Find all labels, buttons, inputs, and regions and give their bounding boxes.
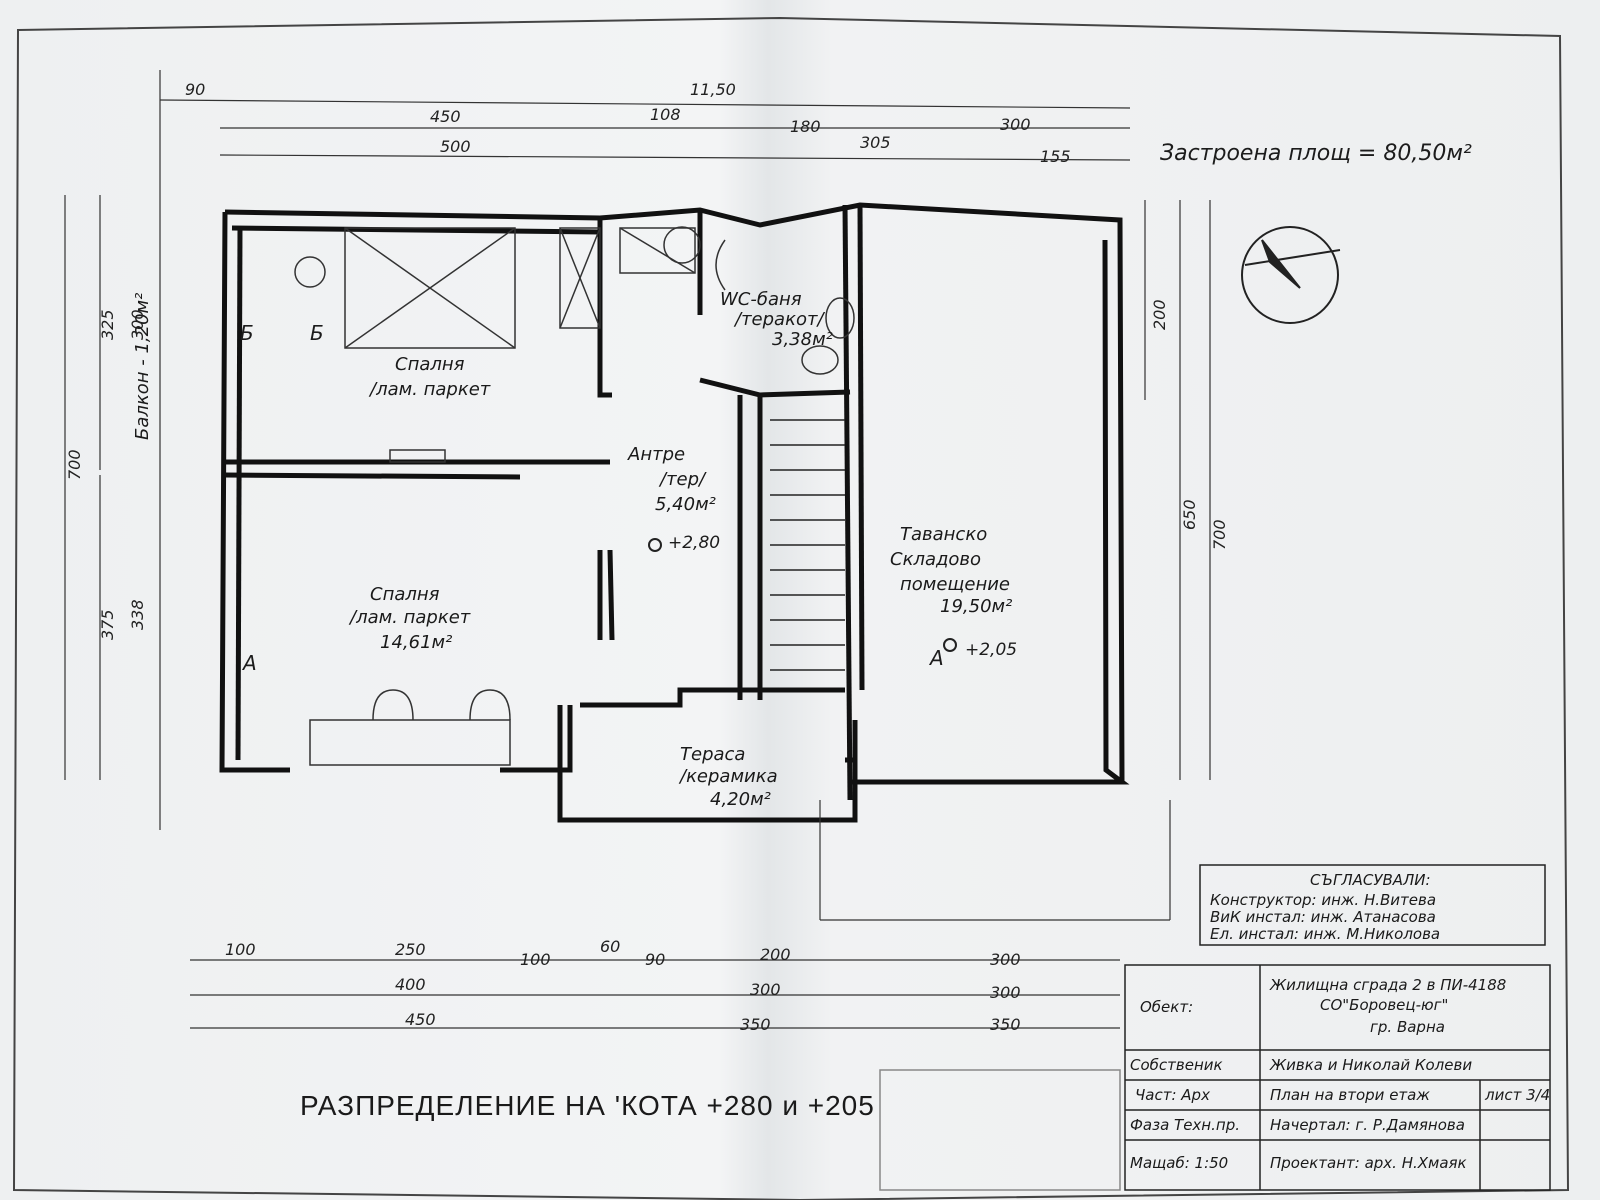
dim-bot-100: 100 bbox=[225, 940, 256, 959]
dim-top-90: 90 bbox=[185, 80, 205, 99]
room-wc-floor: /теракот/ bbox=[733, 309, 825, 330]
approvals-heading: СЪГЛАСУВАЛИ: bbox=[1310, 871, 1431, 889]
room-bedroom-1: Спалня bbox=[395, 354, 465, 375]
title-block bbox=[879, 864, 1551, 1191]
level-mark-1: +2,80 bbox=[668, 533, 720, 553]
section-a-right: А bbox=[928, 646, 944, 670]
section-markers bbox=[648, 538, 957, 652]
dim-left-700: 700 bbox=[65, 449, 84, 480]
dim-left-325: 325 bbox=[98, 309, 117, 340]
dim-bot-300b: 300 bbox=[750, 980, 781, 999]
tb-object-2: СО"Боровец-юг" bbox=[1320, 996, 1448, 1014]
room-terrace-floor: /керамика bbox=[678, 766, 778, 787]
tb-phase-label: Фаза Техн.пр. bbox=[1130, 1116, 1240, 1134]
level-mark-2: +2,05 bbox=[965, 640, 1017, 660]
dim-top-300: 300 bbox=[1000, 115, 1031, 134]
room-hall-area: 5,40м² bbox=[655, 494, 716, 515]
approval-plumbing: ВиК инстал: инж. Атанасова bbox=[1210, 908, 1436, 926]
dim-right-200: 200 bbox=[1150, 299, 1169, 330]
tb-scale: Мащаб: 1:50 bbox=[1130, 1154, 1228, 1172]
room-bedroom-1-floor: /лам. паркет bbox=[368, 379, 491, 400]
dim-bot-200: 200 bbox=[760, 945, 791, 964]
room-bedroom-2-floor: /лам. паркет bbox=[348, 607, 471, 628]
section-b-right: Б bbox=[310, 321, 324, 345]
room-bedroom-2: Спалня bbox=[370, 584, 440, 605]
dim-top-180: 180 bbox=[790, 117, 821, 136]
tb-owner-label: Собственик bbox=[1130, 1056, 1223, 1074]
section-b-left: Б bbox=[240, 321, 254, 345]
tb-designer: Проектант: арх. Н.Хмаяк bbox=[1270, 1154, 1467, 1172]
approval-structural: Конструктор: инж. Н.Витева bbox=[1210, 891, 1436, 909]
dim-bot-60: 60 bbox=[600, 937, 620, 956]
tb-sheet-name: План на втори етаж bbox=[1270, 1086, 1430, 1104]
sheet-border bbox=[12, 16, 1570, 1200]
room-wc-area: 3,38м² bbox=[772, 329, 833, 350]
dim-top-total: 11,50 bbox=[690, 80, 736, 99]
dimension-lines bbox=[64, 70, 1211, 1029]
fixtures bbox=[294, 226, 855, 766]
built-area-label: Застроена площ = 80,50м² bbox=[1160, 141, 1472, 166]
dim-bot-400: 400 bbox=[395, 975, 426, 994]
dim-bot-90: 90 bbox=[645, 950, 665, 969]
dim-bot-350: 350 bbox=[740, 1015, 771, 1034]
tb-sheet-no: лист 3/4 bbox=[1484, 1086, 1550, 1104]
dim-top-500: 500 bbox=[440, 137, 471, 156]
dim-left-375: 375 bbox=[98, 609, 117, 640]
room-attic: Таванско bbox=[900, 524, 987, 545]
tb-owner: Живка и Николай Колеви bbox=[1269, 1056, 1472, 1074]
room-attic-3: помещение bbox=[900, 574, 1010, 595]
north-arrow-icon bbox=[1241, 226, 1341, 324]
dim-top-108: 108 bbox=[650, 105, 681, 124]
dim-bot-250: 250 bbox=[395, 940, 426, 959]
staircase bbox=[770, 419, 845, 671]
dim-bot-450: 450 bbox=[405, 1010, 436, 1029]
dim-top-450: 450 bbox=[430, 107, 461, 126]
dim-right-650: 650 bbox=[1180, 499, 1199, 530]
dim-bot-350b: 350 bbox=[990, 1015, 1021, 1034]
room-balcony: Балкон - 1,20м² bbox=[132, 293, 153, 440]
approval-electrical: Ел. инстал: инж. М.Николова bbox=[1210, 925, 1440, 943]
room-bedroom-2-area: 14,61м² bbox=[380, 632, 452, 653]
dim-left-300: 300 bbox=[128, 309, 147, 340]
dim-right-700: 700 bbox=[1210, 519, 1229, 550]
tb-part-label: Част: Арх bbox=[1135, 1086, 1210, 1104]
dim-bot-300: 300 bbox=[990, 950, 1021, 969]
tb-drawn-by: Начертал: г. Р.Дамянова bbox=[1270, 1116, 1465, 1134]
tb-object-1: Жилищна сграда 2 в ПИ-4188 bbox=[1269, 976, 1506, 994]
drawing-title: РАЗПРЕДЕЛЕНИЕ НА 'КОТА +280 и +205 bbox=[300, 1090, 875, 1121]
dim-top-305: 305 bbox=[860, 133, 891, 152]
room-hall-floor: /тер/ bbox=[658, 469, 707, 490]
room-terrace-area: 4,20м² bbox=[710, 789, 771, 810]
dim-top-155: 155 bbox=[1040, 147, 1071, 166]
dim-bot-300c: 300 bbox=[990, 983, 1021, 1002]
room-attic-2: Складово bbox=[890, 549, 981, 570]
section-a-left: А bbox=[241, 651, 257, 675]
room-terrace: Тераса bbox=[680, 744, 745, 765]
room-wc: WC-баня bbox=[720, 289, 802, 310]
room-attic-area: 19,50м² bbox=[940, 596, 1012, 617]
tb-object-label: Обект: bbox=[1140, 998, 1193, 1016]
dim-left-338: 338 bbox=[128, 599, 147, 630]
dim-bot-100b: 100 bbox=[520, 950, 551, 969]
room-hall: Антре bbox=[627, 444, 685, 465]
tb-object-3: гр. Варна bbox=[1370, 1018, 1445, 1036]
